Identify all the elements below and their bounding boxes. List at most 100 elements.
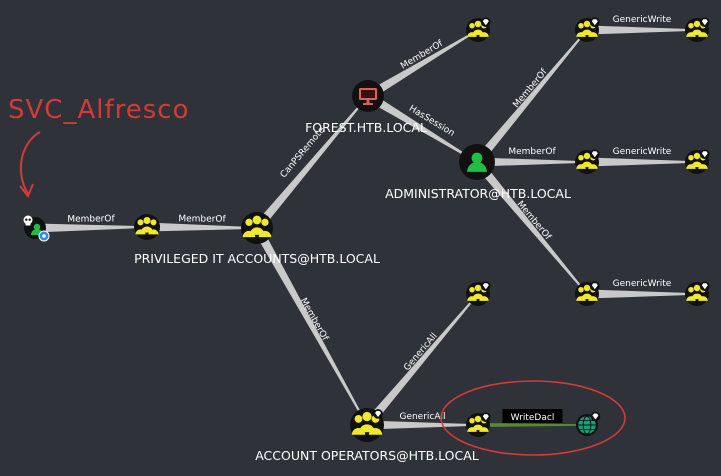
- edge-label: GenericWrite: [613, 147, 672, 157]
- group-icon: [351, 411, 383, 435]
- node-g_bot[interactable]: [466, 412, 491, 437]
- highvalue-diamond-icon: [481, 281, 491, 291]
- highvalue-diamond-icon: [590, 411, 601, 422]
- node-g_r3b[interactable]: [685, 281, 710, 306]
- edge-label-group: MemberOf: [508, 147, 556, 157]
- edge-line: [587, 289, 697, 299]
- edge-label-bg: [502, 409, 563, 423]
- edge-svc-g1[interactable]: [34, 223, 148, 233]
- computer-icon: [359, 88, 377, 105]
- edge-label-group: WriteDacl: [502, 409, 563, 423]
- edges-layer: [34, 25, 697, 430]
- edge-admin-g_r1a[interactable]: [473, 29, 588, 165]
- highvalue-diamond-icon: [481, 17, 491, 27]
- edge-line: [365, 92, 478, 163]
- skull-icon: [23, 215, 33, 226]
- group-icon: [242, 215, 272, 238]
- group-icon: [576, 20, 598, 37]
- node-admin[interactable]: [459, 144, 495, 180]
- edge-priv-acctops[interactable]: [253, 225, 368, 426]
- edge-admin-g_r3a[interactable]: [473, 159, 588, 295]
- edge-label: MemberOf: [67, 214, 115, 224]
- node-forest[interactable]: [352, 80, 384, 112]
- highvalue-diamond-icon: [590, 281, 600, 291]
- edge-label-group: GenericAll: [399, 412, 445, 422]
- edge-label-group: GenericWrite: [613, 147, 672, 157]
- owned-badge-icon: [38, 230, 50, 242]
- edge-acctops-g_mid[interactable]: [363, 293, 479, 428]
- node-g_r2a[interactable]: [575, 149, 600, 174]
- edge-forest-g_top[interactable]: [365, 29, 479, 100]
- node-acctops[interactable]: [350, 408, 384, 442]
- edge-line: [34, 223, 148, 233]
- edge-label-group: MemberOf: [511, 67, 549, 110]
- edge-label: MemberOf: [515, 199, 553, 242]
- node-g_r1a[interactable]: [575, 17, 600, 42]
- highvalue-diamond-icon: [590, 17, 600, 27]
- edge-label: WriteDacl: [511, 413, 555, 423]
- edge-acctops-g_bot[interactable]: [367, 420, 478, 430]
- node-domain[interactable]: [576, 411, 601, 436]
- edge-label-group: GenericAll: [402, 331, 439, 373]
- highvalue-diamond-icon: [700, 281, 710, 291]
- edge-label-group: MemberOf: [178, 214, 226, 224]
- edge-g_r1a-g_r1b[interactable]: [587, 25, 697, 35]
- node-priv[interactable]: [241, 212, 273, 244]
- annotation-text: SVC_Alfresco: [8, 95, 189, 125]
- highvalue-diamond-icon: [700, 17, 710, 27]
- edge-label-group: MemberOf: [298, 296, 330, 343]
- user-owned-icon: [23, 215, 50, 242]
- edge-g_bot-domain[interactable]: [478, 423, 587, 427]
- user-icon: [467, 152, 487, 172]
- node-label: FOREST.HTB.LOCAL: [305, 120, 427, 135]
- node-g1[interactable]: [134, 214, 160, 240]
- node-g_top[interactable]: [466, 17, 491, 42]
- node-label: ADMINISTRATOR@HTB.LOCAL: [385, 186, 571, 201]
- edge-label-group: MemberOf: [515, 199, 553, 242]
- edge-line: [478, 423, 587, 427]
- edge-label: GenericWrite: [613, 279, 672, 289]
- edge-forest-admin[interactable]: [365, 92, 478, 163]
- group-icon: [135, 216, 159, 235]
- highvalue-diamond-icon: [481, 412, 491, 422]
- node-g_r3a[interactable]: [575, 281, 600, 306]
- edge-line: [253, 95, 369, 231]
- highvalue-diamond-icon: [700, 149, 710, 159]
- node-svc[interactable]: [23, 215, 50, 242]
- edge-label: MemberOf: [298, 296, 330, 343]
- edge-priv-forest[interactable]: [253, 95, 369, 231]
- edge-line: [365, 29, 479, 100]
- edge-g_r2a-g_r2b[interactable]: [587, 157, 697, 167]
- node-g_r1b[interactable]: [685, 17, 710, 42]
- edge-label: MemberOf: [508, 147, 556, 157]
- edge-g_r3a-g_r3b[interactable]: [587, 289, 697, 299]
- edge-label: MemberOf: [511, 67, 549, 110]
- edge-line: [587, 25, 697, 35]
- edge-line: [473, 159, 588, 295]
- node-g_r2b[interactable]: [685, 149, 710, 174]
- edge-label-group: MemberOf: [67, 214, 115, 224]
- edge-line: [253, 225, 368, 426]
- group-icon: [686, 20, 708, 37]
- node-label: ACCOUNT OPERATORS@HTB.LOCAL: [255, 448, 479, 463]
- edge-label: GenericAll: [399, 412, 445, 422]
- edge-g1-priv[interactable]: [146, 222, 258, 232]
- nodes-layer: [23, 17, 710, 442]
- edge-admin-g_r2a[interactable]: [477, 157, 587, 167]
- edge-line: [146, 222, 258, 232]
- edge-line: [587, 157, 697, 167]
- globe-icon: [578, 415, 596, 435]
- edge-label-group: GenericWrite: [613, 15, 672, 25]
- highvalue-diamond-icon: [373, 409, 383, 419]
- edge-line: [367, 420, 478, 430]
- annotation-layer: SVC_Alfresco: [8, 95, 626, 456]
- edge-line: [477, 157, 587, 167]
- edge-label: GenericWrite: [613, 15, 672, 25]
- annotation-arrow: [19, 131, 41, 195]
- edge-line: [363, 293, 479, 428]
- node-g_mid[interactable]: [466, 281, 491, 306]
- annotation-arrowhead: [19, 183, 34, 198]
- annotation-circle: [440, 380, 626, 456]
